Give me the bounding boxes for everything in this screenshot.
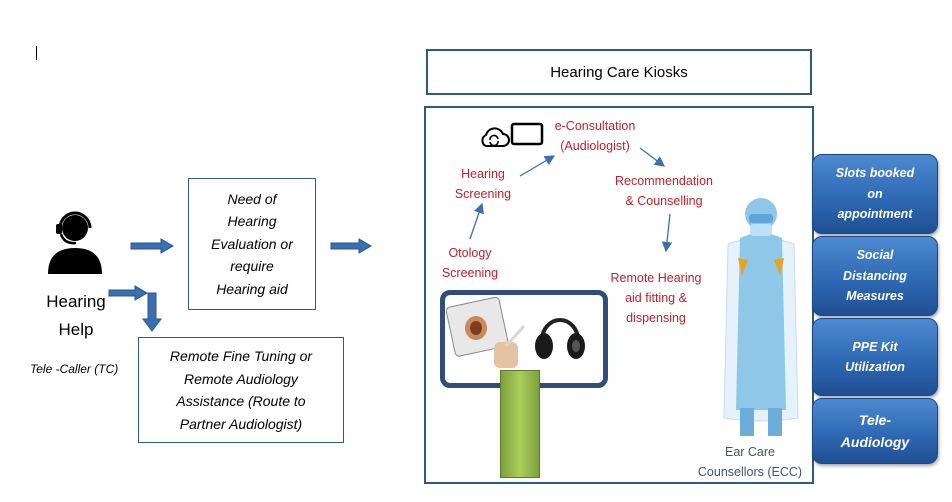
kiosk-flow-arrows <box>469 147 673 253</box>
remote-fitting-label: Remote Hearing aid fitting & dispensing <box>610 271 702 325</box>
e-consultation-label: e-Consultation (Audiologist) <box>554 119 636 153</box>
flow-arrow <box>639 147 666 167</box>
tele-audiology-button[interactable]: Tele- Audiology <box>812 398 938 464</box>
kiosk-title: Hearing Care Kiosks <box>426 49 812 95</box>
flow-arrow <box>519 155 556 177</box>
tele-caller-label: Tele -Caller (TC) <box>30 362 119 376</box>
arrow-right-icon <box>108 285 148 301</box>
cloud-sync-icon <box>481 127 510 147</box>
otoscope-tablet-icon <box>446 296 526 368</box>
headphones-icon <box>535 318 585 359</box>
monitor-icon <box>510 122 544 146</box>
otology-screening-label: Otology Screening <box>441 246 499 280</box>
arrow-right-icon <box>330 238 372 254</box>
flow-arrow <box>661 213 673 253</box>
text-cursor <box>36 46 37 60</box>
slots-booked-button[interactable]: Slots booked on appointment <box>812 154 938 234</box>
remote-audiology-box: Remote Fine Tuning or Remote Audiology A… <box>138 337 344 443</box>
headset-person-icon <box>48 211 102 274</box>
social-distancing-button[interactable]: Social Distancing Measures <box>812 236 938 316</box>
ppe-kit-button[interactable]: PPE Kit Utilization <box>812 318 938 396</box>
hearing-screening-label: Hearing Screening <box>454 167 512 201</box>
need-evaluation-box: Need of Hearing Evaluation or require He… <box>188 178 316 310</box>
arrow-down-icon <box>142 292 162 332</box>
hearing-help-label: Hearing Help <box>46 292 106 339</box>
health-worker-ppe-icon <box>723 198 799 436</box>
kiosk-stand <box>500 370 540 478</box>
recommendation-label: Recommendation & Counselling <box>615 174 713 208</box>
ear-care-counsellors-label: Ear Care Counsellors (ECC) <box>697 445 803 479</box>
arrow-right-icon <box>130 238 174 254</box>
flow-arrow <box>469 202 484 240</box>
